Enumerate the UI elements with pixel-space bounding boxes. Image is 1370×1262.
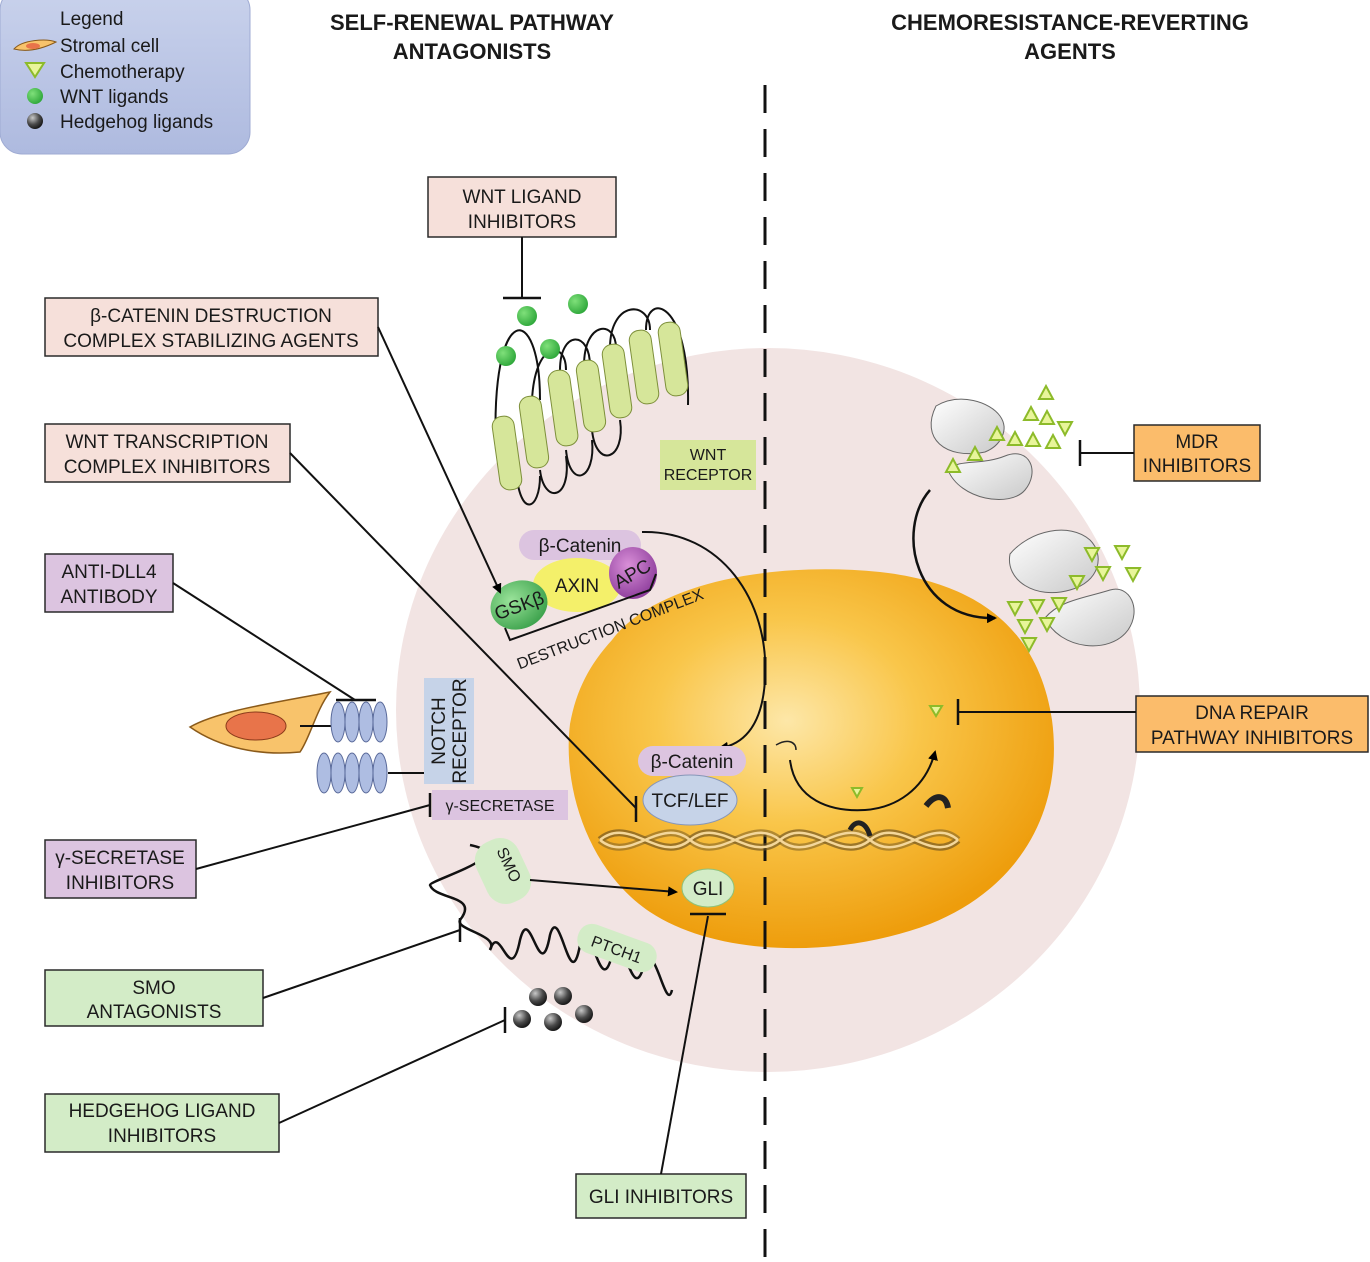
legend: Legend Stromal cell Chemotherapy WNT lig… bbox=[0, 0, 251, 155]
header-chemoresistance: CHEMORESISTANCE-REVERTING AGENTS bbox=[891, 10, 1249, 64]
svg-text:INHIBITORS: INHIBITORS bbox=[468, 212, 576, 233]
gli: GLI bbox=[681, 868, 735, 908]
nucleus bbox=[568, 569, 1054, 949]
notch-receptor-label: NOTCH RECEPTOR bbox=[424, 678, 474, 784]
svg-text:γ-SECRETASE: γ-SECRETASE bbox=[55, 848, 185, 869]
wnt-transcription-box: WNT TRANSCRIPTION COMPLEX INHIBITORS bbox=[44, 423, 291, 483]
svg-text:NOTCH: NOTCH bbox=[429, 697, 450, 765]
wnt-ligand-inhibitors-box: WNT LIGAND INHIBITORS bbox=[427, 176, 617, 238]
legend-item-label: Stromal cell bbox=[60, 36, 159, 57]
mdr-inhibitors-box: MDR INHIBITORS bbox=[1133, 424, 1261, 482]
stromal-cell-icon bbox=[13, 39, 58, 51]
svg-text:INHIBITORS: INHIBITORS bbox=[108, 1126, 216, 1147]
gamma-secretase-inhibitors-box: γ-SECRETASE INHIBITORS bbox=[44, 839, 197, 899]
chemotherapy-drugs bbox=[944, 383, 1142, 654]
svg-text:CHEMORESISTANCE-REVERTING: CHEMORESISTANCE-REVERTING bbox=[891, 10, 1249, 35]
svg-text:MDR: MDR bbox=[1175, 432, 1218, 453]
anti-dll4-box: ANTI-DLL4 ANTIBODY bbox=[44, 553, 174, 613]
svg-text:DNA REPAIR: DNA REPAIR bbox=[1195, 703, 1309, 724]
mdr-pump-open bbox=[930, 398, 1033, 501]
legend-item-label: Hedgehog ligands bbox=[60, 112, 213, 133]
legend-item-label: Chemotherapy bbox=[60, 62, 185, 83]
dna-helix bbox=[597, 829, 961, 851]
svg-text:TCF/LEF: TCF/LEF bbox=[651, 791, 728, 812]
svg-text:RECEPTOR: RECEPTOR bbox=[450, 678, 471, 783]
gli-inhibitors-box: GLI INHIBITORS bbox=[575, 1173, 747, 1219]
svg-text:β-CATENIN DESTRUCTION: β-CATENIN DESTRUCTION bbox=[90, 306, 332, 327]
dna-repair-inhibitors-box: DNA REPAIR PATHWAY INHIBITORS bbox=[1135, 695, 1369, 753]
svg-text:ANTAGONISTS: ANTAGONISTS bbox=[393, 39, 551, 64]
svg-text:SMO: SMO bbox=[132, 978, 175, 999]
header-self-renewal: SELF-RENEWAL PATHWAY ANTAGONISTS bbox=[330, 10, 614, 64]
svg-text:β-Catenin: β-Catenin bbox=[539, 536, 622, 557]
wnt-ligands bbox=[496, 294, 588, 366]
smo: SMO bbox=[474, 837, 532, 905]
nuclear-beta-catenin: β-Catenin bbox=[638, 746, 746, 776]
hedgehog-ligand-inhibitors-box: HEDGEHOG LIGAND INHIBITORS bbox=[44, 1093, 280, 1153]
svg-text:RECEPTOR: RECEPTOR bbox=[664, 467, 753, 484]
wnt-receptor bbox=[491, 307, 690, 506]
svg-text:WNT LIGAND: WNT LIGAND bbox=[463, 187, 582, 208]
svg-text:β-Catenin: β-Catenin bbox=[651, 752, 734, 773]
svg-text:INHIBITORS: INHIBITORS bbox=[1143, 456, 1251, 477]
chemotherapy-triangle-icon bbox=[24, 62, 46, 79]
svg-text:GLI INHIBITORS: GLI INHIBITORS bbox=[589, 1187, 733, 1208]
svg-text:γ-SECRETASE: γ-SECRETASE bbox=[445, 798, 554, 815]
svg-text:ANTIBODY: ANTIBODY bbox=[60, 587, 157, 608]
svg-text:AGENTS: AGENTS bbox=[1024, 39, 1116, 64]
ptch1: PTCH1 bbox=[577, 923, 657, 973]
beta-catenin-destruction-box: β-CATENIN DESTRUCTION COMPLEX STABILIZIN… bbox=[44, 297, 379, 357]
wnt-ligand-dot-icon bbox=[27, 88, 43, 104]
svg-text:ANTAGONISTS: ANTAGONISTS bbox=[87, 1002, 222, 1023]
legend-title: Legend bbox=[60, 9, 123, 30]
notch-receptor bbox=[316, 752, 388, 794]
svg-text:ANTI-DLL4: ANTI-DLL4 bbox=[61, 562, 156, 583]
svg-text:COMPLEX INHIBITORS: COMPLEX INHIBITORS bbox=[64, 457, 271, 478]
tcf-lef: TCF/LEF bbox=[642, 774, 738, 826]
dll4-ligand bbox=[330, 701, 388, 743]
wnt-receptor-label: WNT RECEPTOR bbox=[660, 440, 756, 490]
svg-text:GLI: GLI bbox=[693, 879, 724, 900]
svg-text:WNT TRANSCRIPTION: WNT TRANSCRIPTION bbox=[65, 432, 268, 453]
svg-text:WNT: WNT bbox=[690, 447, 727, 464]
svg-text:PATHWAY INHIBITORS: PATHWAY INHIBITORS bbox=[1151, 728, 1353, 749]
stromal-cell bbox=[188, 690, 332, 754]
svg-text:SELF-RENEWAL PATHWAY: SELF-RENEWAL PATHWAY bbox=[330, 10, 614, 35]
legend-item-label: WNT ligands bbox=[60, 87, 168, 108]
svg-text:HEDGEHOG LIGAND: HEDGEHOG LIGAND bbox=[69, 1101, 256, 1122]
smo-antagonists-box: SMO ANTAGONISTS bbox=[44, 969, 264, 1027]
hedgehog-ligand-dot-icon bbox=[27, 113, 43, 129]
svg-text:INHIBITORS: INHIBITORS bbox=[66, 873, 174, 894]
gamma-secretase: γ-SECRETASE bbox=[432, 790, 568, 820]
svg-text:AXIN: AXIN bbox=[555, 576, 599, 597]
hedgehog-ligands bbox=[513, 987, 593, 1031]
svg-text:COMPLEX STABILIZING AGENTS: COMPLEX STABILIZING AGENTS bbox=[63, 331, 358, 352]
